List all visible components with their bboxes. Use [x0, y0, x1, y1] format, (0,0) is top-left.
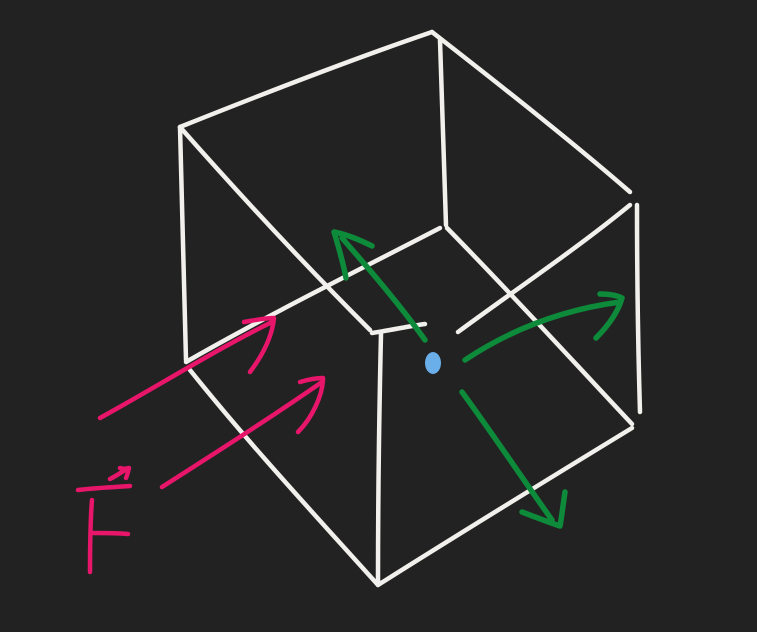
- force-arrow-lower: [159, 375, 326, 490]
- force-arrow-lower-head: [295, 375, 326, 435]
- arrow-right-head: [593, 291, 625, 341]
- force-arrows: [97, 315, 326, 490]
- cube-inner-top-left-edge: [177, 124, 373, 333]
- cube-back-top-edge: [177, 29, 435, 130]
- cube-front-bottom-right-edge: [375, 425, 635, 588]
- force-label: F →: [75, 465, 133, 575]
- arrow-down-right-head: [519, 489, 568, 529]
- cube-front-left-edge: [375, 331, 384, 585]
- force-label-vector-arrow: [107, 465, 132, 482]
- force-label-letter-stem: [87, 497, 95, 575]
- force-arrow-upper: [97, 315, 277, 421]
- force-arrow-lower-shaft: [159, 379, 325, 490]
- cube-back-right-edge: [634, 202, 643, 415]
- cube-back-left-edge: [177, 124, 189, 363]
- force-arrow-upper-head: [241, 315, 277, 375]
- cube-inner-bottom-right-edge: [444, 225, 635, 427]
- cube-inner-right-edge: [455, 202, 633, 335]
- cube-back-bottom-edge: [183, 225, 443, 365]
- arrow-up-left-shaft: [339, 235, 428, 343]
- arrow-down-right: [459, 389, 568, 529]
- arrow-right-shaft: [462, 299, 623, 363]
- arrow-up-left: [331, 229, 428, 343]
- force-arrow-upper-shaft: [97, 319, 275, 421]
- force-label-letter-mid-bar: [89, 530, 131, 537]
- point-marker: [425, 352, 441, 374]
- force-label-letter-top-bar: [75, 483, 133, 493]
- normal-arrows: [331, 229, 625, 529]
- cube-back-right-top-edge: [429, 29, 633, 195]
- arrow-right: [462, 291, 625, 363]
- arrow-up-left-head: [331, 229, 375, 281]
- cube-wireframe: [177, 29, 643, 588]
- cube-front-bottom-left-edge: [187, 367, 381, 588]
- cube-front-top-edge: [369, 321, 428, 336]
- cube-inner-vertical-edge: [437, 37, 449, 228]
- arrow-down-right-shaft: [459, 389, 555, 523]
